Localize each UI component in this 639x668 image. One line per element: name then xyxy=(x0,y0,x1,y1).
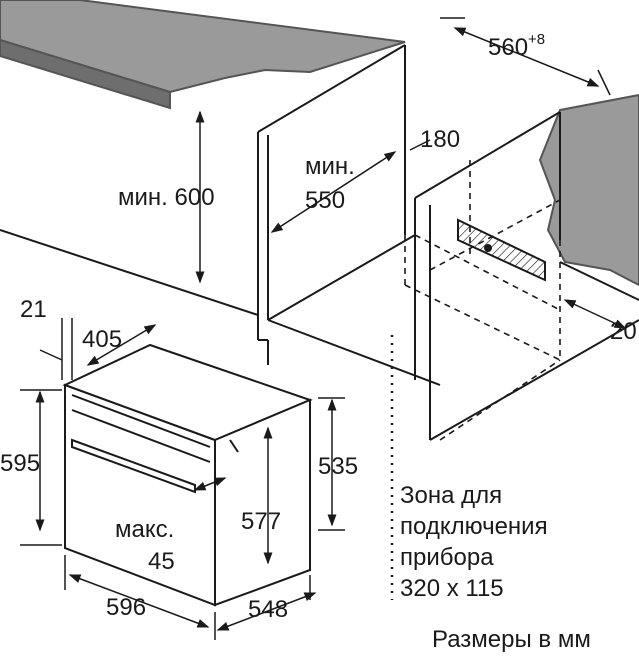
zone-line-1: Зона для xyxy=(400,482,503,509)
max-caption: макс. xyxy=(115,516,175,543)
oven-side xyxy=(214,398,311,607)
zone-line-2: подключения xyxy=(400,513,548,540)
min-depth-label: 550 xyxy=(305,187,346,214)
rear-cutout-label: 180 xyxy=(420,126,461,153)
zone-line-4: 320 x 115 xyxy=(400,575,504,602)
zone-line-3: прибора xyxy=(400,544,494,571)
niche-width-tolerance: +8 xyxy=(528,31,546,48)
units-note: Размеры в мм xyxy=(432,626,591,653)
oven-handle xyxy=(71,438,196,494)
oven-height-label: 595 xyxy=(0,450,41,477)
inner-height-label: 577 xyxy=(241,508,282,535)
min-depth-caption: мин. xyxy=(305,153,355,180)
oven-depth-label: 548 xyxy=(248,596,289,623)
front-panel-label: 21 xyxy=(20,296,47,323)
max-value-label: 45 xyxy=(148,548,175,575)
connection-zone-note: Зона для подключения прибора 320 x 115 xyxy=(400,480,548,604)
countertop xyxy=(0,0,406,94)
side-gap-label: 20 xyxy=(610,318,637,345)
oven-width-label: 596 xyxy=(106,594,147,621)
oven-body-height-label: 535 xyxy=(318,453,359,480)
connection-zone-hatch xyxy=(457,218,546,282)
niche-width-value: 560 xyxy=(488,34,529,61)
countertop-edge xyxy=(0,38,171,110)
min-height-label: мин. 600 xyxy=(118,184,215,211)
door-depth-label: 405 xyxy=(82,326,123,353)
niche-width-label: 560+8 xyxy=(488,32,545,61)
countertop-right xyxy=(538,93,639,287)
